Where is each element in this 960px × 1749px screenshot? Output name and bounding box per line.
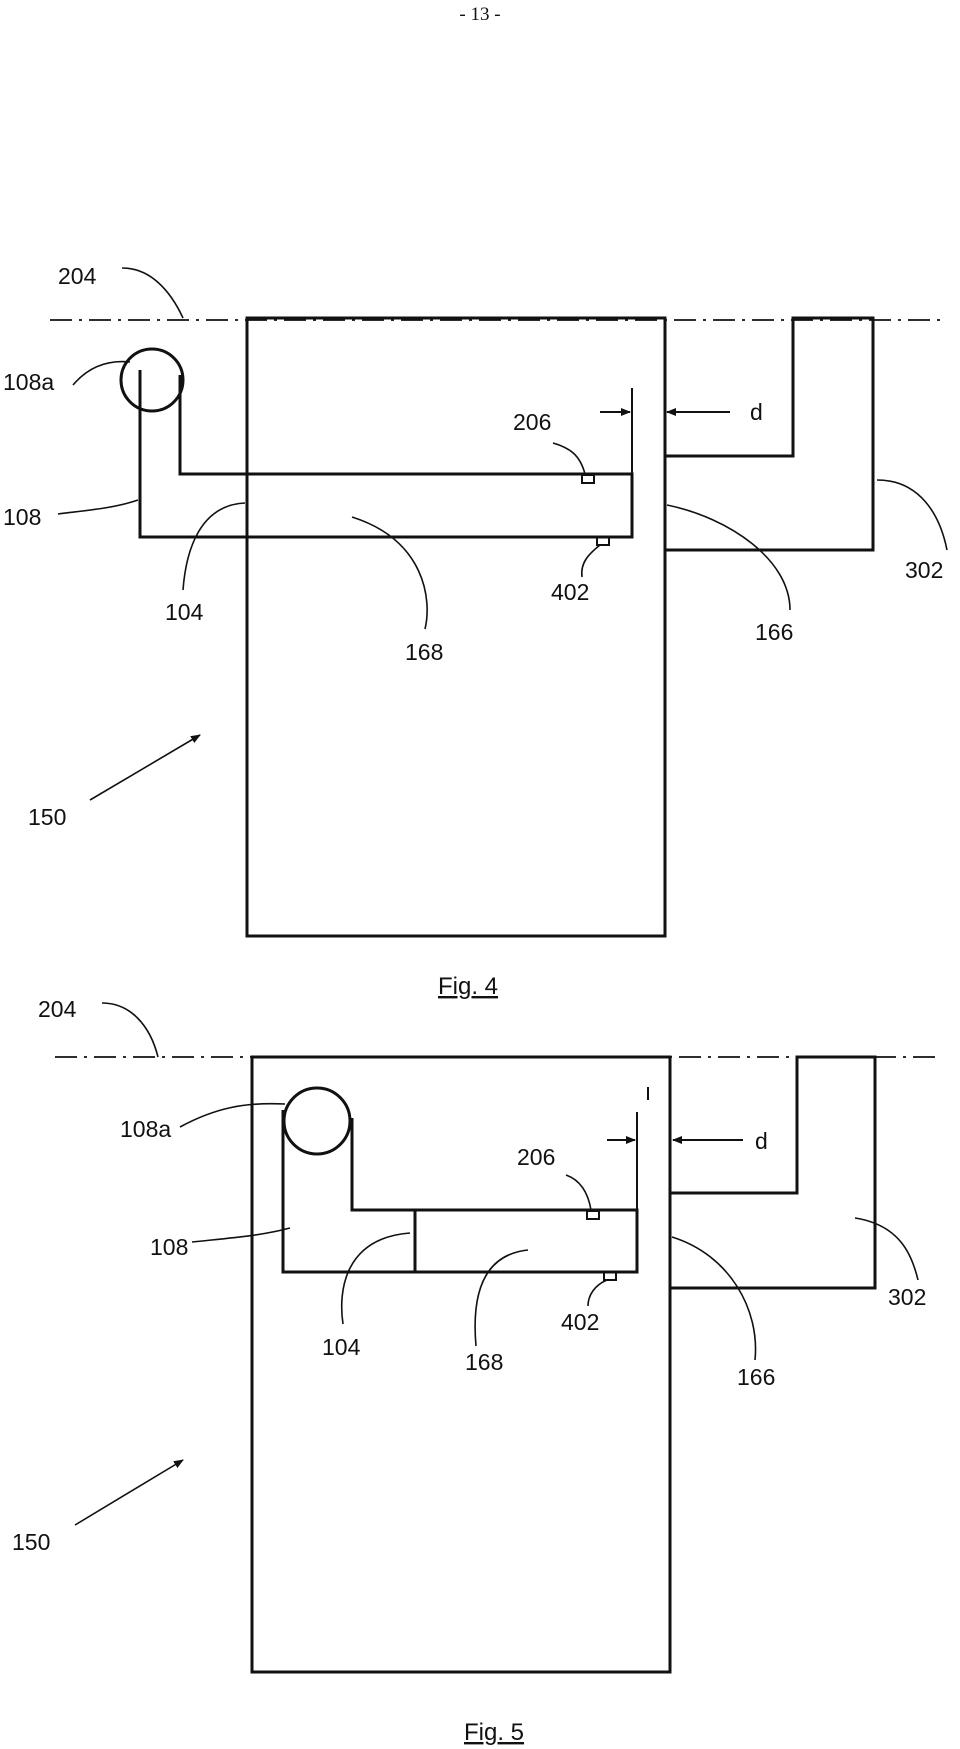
leader-104 — [340, 1232, 411, 1325]
leader-206 — [552, 442, 586, 475]
figure-caption: Fig. 4 — [438, 973, 498, 1000]
figure-caption: Fig. 5 — [464, 1719, 524, 1746]
roller-108a — [282, 1086, 352, 1156]
label-108a: 108a — [120, 1116, 171, 1142]
label-204: 204 — [58, 263, 97, 289]
leader-108a — [72, 360, 131, 386]
label-108a: 108a — [3, 369, 54, 395]
leader-204 — [121, 267, 184, 319]
label-206: 206 — [517, 1144, 555, 1170]
figure-4: 204 108a 206 d 108 104 402 168 166 302 1… — [3, 263, 948, 1000]
label-d: d — [750, 399, 763, 425]
sensor-206 — [586, 1210, 600, 1220]
page-number: - 13 - — [459, 4, 501, 25]
leader-166 — [666, 504, 791, 611]
label-168: 168 — [465, 1349, 503, 1375]
label-302: 302 — [888, 1284, 926, 1310]
leader-168 — [351, 516, 428, 630]
label-402: 402 — [551, 579, 589, 605]
label-150: 150 — [12, 1529, 50, 1555]
leader-166 — [671, 1236, 757, 1361]
sensor-206 — [581, 474, 595, 484]
leader-168 — [474, 1249, 529, 1347]
leader-104 — [182, 502, 246, 591]
leader-302 — [876, 479, 948, 551]
leader-108 — [57, 499, 139, 515]
leader-302 — [854, 1217, 919, 1281]
label-104: 104 — [322, 1334, 361, 1360]
label-402: 402 — [561, 1309, 599, 1335]
component-108 — [138, 370, 634, 539]
label-104: 104 — [165, 599, 204, 625]
label-108: 108 — [150, 1234, 188, 1260]
leader-108a — [179, 1102, 286, 1128]
component-302 — [670, 1055, 877, 1290]
leader-204 — [101, 1002, 159, 1058]
leader-150 — [74, 1459, 184, 1526]
leader-402 — [580, 544, 601, 578]
label-206: 206 — [513, 409, 551, 435]
label-108: 108 — [3, 504, 41, 530]
label-302: 302 — [905, 557, 943, 583]
label-166: 166 — [755, 619, 793, 645]
component-302 — [665, 316, 875, 552]
label-204: 204 — [38, 996, 77, 1022]
figure-5: 204 108a 206 d 108 104 402 168 166 302 1… — [12, 996, 940, 1746]
label-150: 150 — [28, 804, 66, 830]
housing-150 — [250, 1055, 672, 1674]
leader-150 — [89, 734, 201, 801]
leader-108 — [191, 1227, 291, 1243]
housing-150 — [245, 316, 667, 938]
leader-402 — [587, 1279, 608, 1307]
leader-206 — [565, 1174, 592, 1211]
sensor-402 — [603, 1271, 617, 1281]
sensor-402 — [596, 536, 610, 546]
label-168: 168 — [405, 639, 443, 665]
label-d: d — [755, 1128, 768, 1154]
roller-108a — [119, 347, 185, 413]
label-166: 166 — [737, 1364, 775, 1390]
